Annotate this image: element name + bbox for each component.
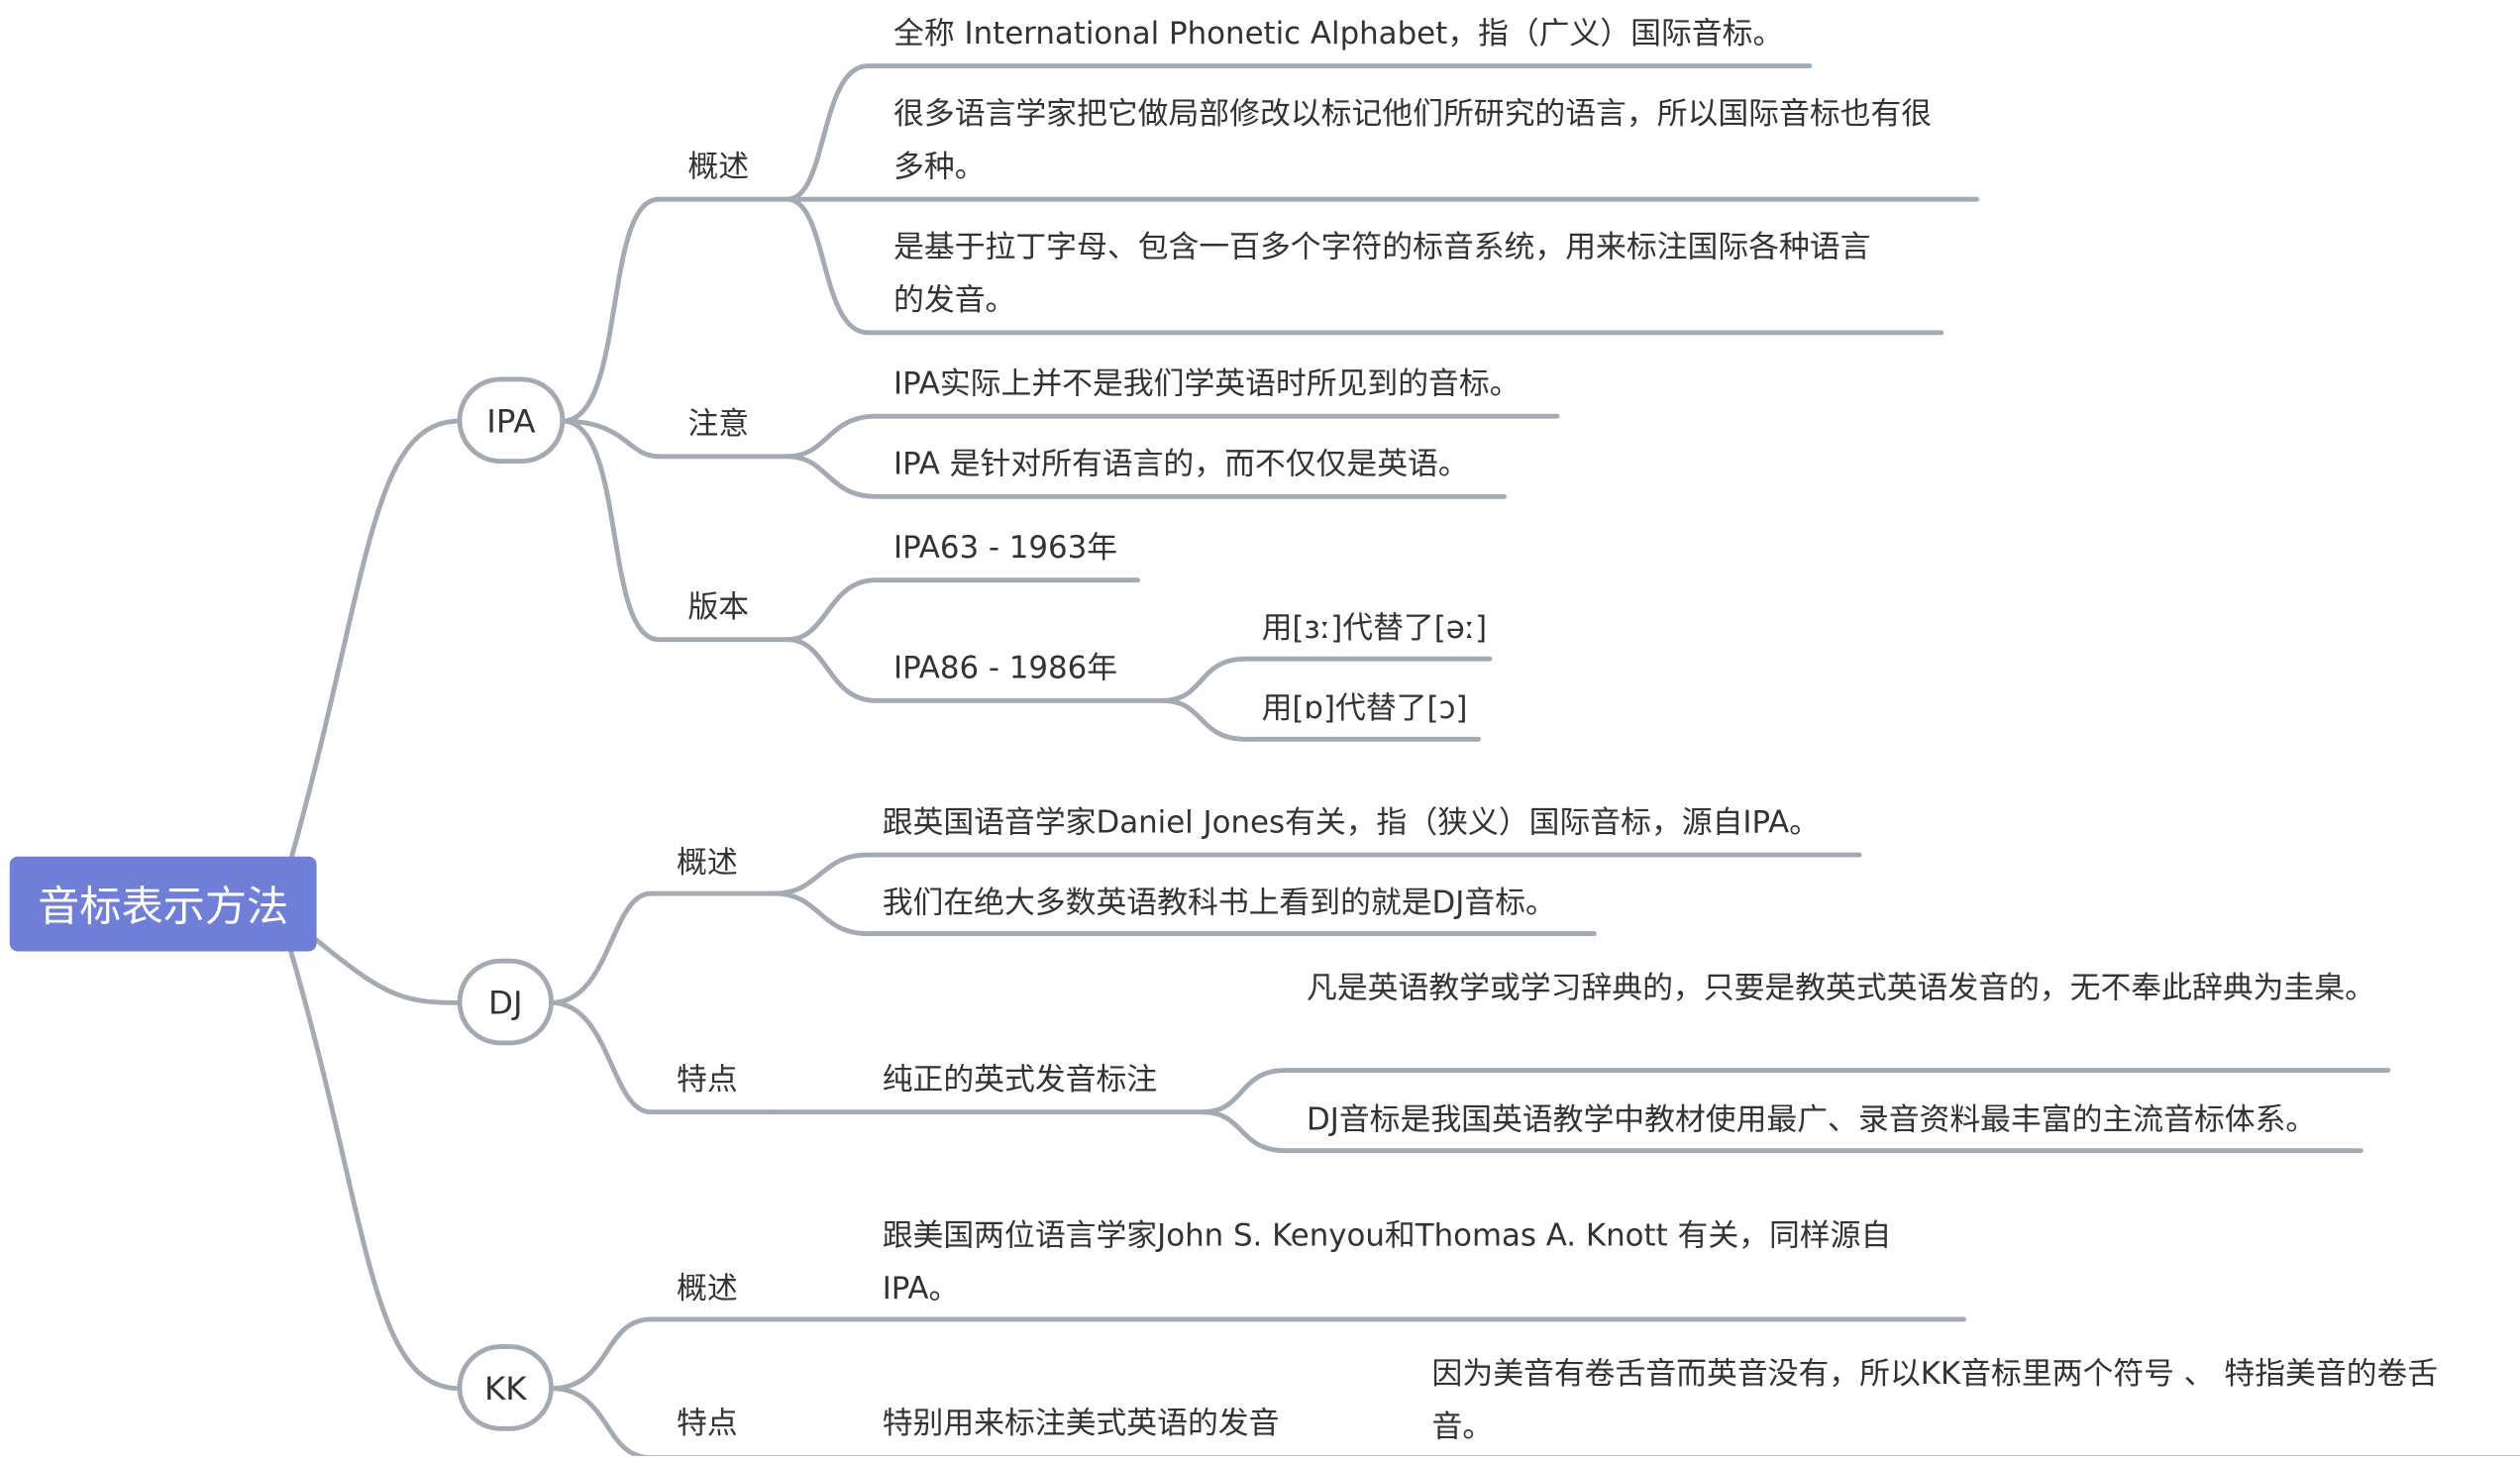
ipa63-item[interactable]: IPA63 - 1963年 [893,530,1118,567]
ipa-note-item-2[interactable]: IPA 是针对所有语言的，而不仅仅是英语。 [893,447,1469,482]
dj-feature-label[interactable]: 特点 [677,1062,738,1098]
kk-overview-item-1[interactable]: 跟美国两位语言学家John S. Kenyou和Thomas A. Knott … [882,1217,1892,1307]
dj-overview-item-2[interactable]: 我们在绝大多数英语教科书上看到的就是DJ音标。 [882,885,1556,921]
kk-node-border [457,1344,554,1431]
ipa86-item[interactable]: IPA86 - 1986年 [893,651,1118,686]
dj-feature-sub[interactable]: 纯正的英式发音标注 [882,1062,1158,1098]
dj-node[interactable]: DJ [487,983,523,1022]
kk-feature-sub[interactable]: 特别用来标注美式英语的发音 [882,1406,1280,1442]
ipa-node-border [457,376,566,465]
ipa-overview-item-3[interactable]: 是基于拉丁字母、包含一百多个字符的标音系统，用来标注国际各种语言的发音。 [893,230,1871,319]
ipa86-change-1[interactable]: 用[ɜː]代替了[əː] [1261,610,1488,647]
ipa-version-label[interactable]: 版本 [687,589,750,626]
ipa-node[interactable]: IPA [486,401,536,441]
dj-overview-label[interactable]: 概述 [677,845,738,882]
root-topic[interactable]: 音标表示方法 [9,856,317,952]
dj-overview-item-1[interactable]: 跟英国语音学家Daniel Jones有关，指（狭义）国际音标，源自IPA。 [882,804,1821,841]
ipa-overview-item-1[interactable]: 全称 International Phonetic Alphabet，指（广义）… [893,16,1784,52]
ipa-note-label[interactable]: 注意 [687,406,750,443]
dj-feature-item-1[interactable]: 凡是英语教学或学习辞典的，只要是教英式英语发音的，无不奉此辞典为圭臬。 [1307,970,2375,1006]
kk-feature-item-1[interactable]: 因为美音有卷舌音而英音没有，所以KK音标里两个符号 、 特指美音的卷舌音。 [1431,1356,2439,1445]
ipa-overview-label[interactable]: 概述 [687,149,750,185]
kk-node[interactable]: KK [483,1369,527,1409]
kk-feature-label[interactable]: 特点 [677,1406,738,1442]
ipa-note-item-1[interactable]: IPA实际上并不是我们学英语时所见到的音标。 [893,366,1521,402]
dj-feature-item-2[interactable]: DJ音标是我国英语教学中教材使用最广、录音资料最丰富的主流音标体系。 [1307,1101,2317,1138]
ipa-overview-item-2[interactable]: 很多语言学家把它做局部修改以标记他们所研究的语言，所以国际音标也有很多种。 [893,96,1933,185]
kk-overview-label[interactable]: 概述 [677,1271,738,1307]
ipa86-change-2[interactable]: 用[ɒ]代替了[ɔ] [1261,690,1468,727]
dj-node-border [457,958,554,1046]
